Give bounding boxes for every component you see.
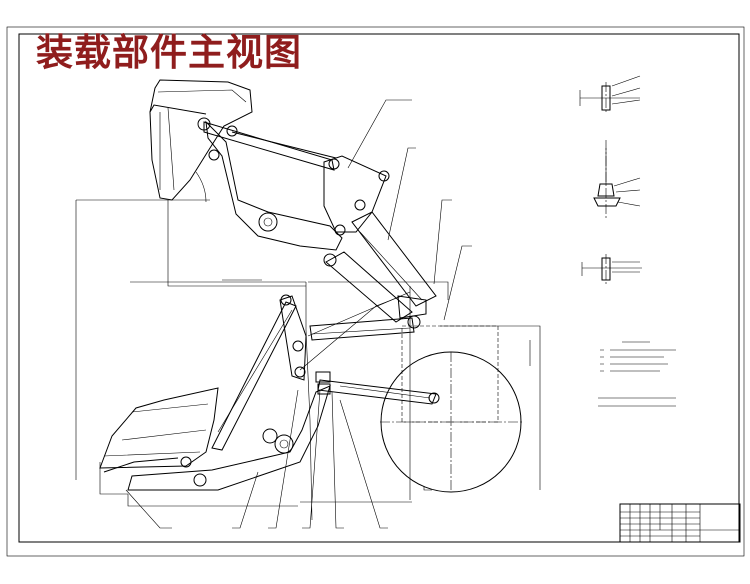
lower-tie-links xyxy=(299,291,411,371)
raised-boom xyxy=(205,120,343,251)
raised-link-rod xyxy=(197,117,337,171)
detail-view-b xyxy=(593,140,641,220)
outer-frame xyxy=(6,26,745,557)
tech-notes-lines xyxy=(598,341,676,407)
raised-cylinders xyxy=(323,211,437,323)
lower-rocker xyxy=(211,294,307,451)
title-block xyxy=(619,503,741,543)
lower-bucket xyxy=(99,387,219,473)
lower-cylinders xyxy=(309,295,440,405)
front-wheel xyxy=(380,325,522,493)
inner-frame xyxy=(18,33,740,543)
lower-boom xyxy=(127,385,331,491)
construction-lines xyxy=(75,171,541,521)
detail-view-c xyxy=(579,75,641,114)
leader-lines xyxy=(125,99,472,529)
raised-rocker xyxy=(323,155,390,236)
drawing-title: 装载部件主视图 xyxy=(36,30,302,74)
raised-bucket xyxy=(149,79,253,201)
detail-view-a xyxy=(581,254,642,284)
